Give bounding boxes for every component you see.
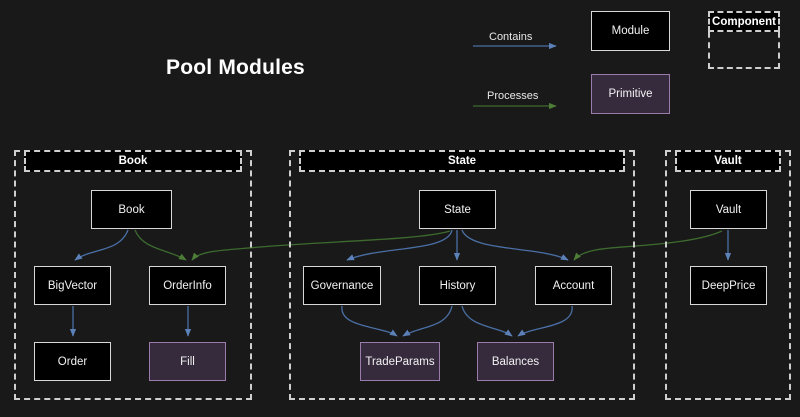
- node-state[interactable]: State: [419, 190, 496, 229]
- node-bigvector[interactable]: BigVector: [34, 266, 111, 305]
- node-tradeparams[interactable]: TradeParams: [360, 342, 440, 381]
- node-vault[interactable]: Vault: [690, 190, 767, 229]
- legend-processes-label: Processes: [487, 90, 539, 102]
- legend-primitive-swatch: Primitive: [591, 74, 670, 114]
- node-account[interactable]: Account: [535, 266, 612, 305]
- container-state-title: State: [299, 150, 625, 172]
- node-balances[interactable]: Balances: [477, 342, 554, 381]
- node-fill[interactable]: Fill: [149, 342, 226, 381]
- node-history[interactable]: History: [419, 266, 496, 305]
- node-order[interactable]: Order: [34, 342, 111, 381]
- legend-component-label: Component: [708, 11, 780, 32]
- node-book[interactable]: Book: [91, 190, 172, 229]
- node-orderinfo[interactable]: OrderInfo: [149, 266, 226, 305]
- node-governance[interactable]: Governance: [303, 266, 381, 305]
- legend-module-swatch: Module: [591, 11, 670, 51]
- container-book-title: Book: [24, 150, 242, 172]
- node-deepprice[interactable]: DeepPrice: [690, 266, 767, 305]
- legend-contains-label: Contains: [489, 31, 533, 43]
- container-vault-title: Vault: [675, 150, 781, 172]
- page-title: Pool Modules: [166, 56, 305, 79]
